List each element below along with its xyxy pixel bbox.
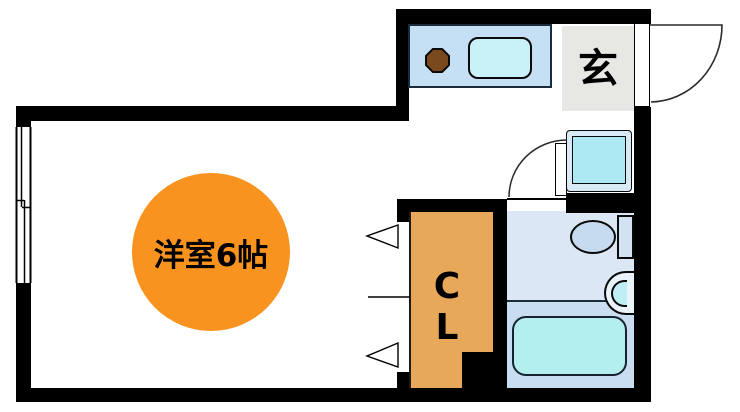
wall-bathroom-top bbox=[566, 193, 634, 213]
bathroom-door-leaf bbox=[555, 143, 567, 196]
washing-machine-pan bbox=[566, 130, 632, 192]
wall-top-main-room bbox=[16, 106, 409, 121]
washing-machine-icon bbox=[571, 135, 626, 184]
bathroom-divider-line bbox=[505, 300, 634, 302]
bathtub-icon bbox=[512, 316, 627, 376]
wall-top bbox=[396, 9, 651, 24]
window-icon bbox=[15, 127, 32, 283]
bathroom-door-arc-icon bbox=[508, 139, 568, 198]
washbasin-bowl bbox=[611, 280, 627, 307]
folding-door-icon bbox=[364, 224, 410, 368]
wall-left-upper bbox=[16, 106, 31, 127]
entrance-door-arc-icon bbox=[650, 24, 723, 103]
stove-burner-icon bbox=[425, 48, 450, 73]
western-room-highlight: 洋室6帖 bbox=[132, 173, 290, 331]
closet-label: C L bbox=[409, 266, 485, 348]
wall-closet-top bbox=[397, 199, 507, 213]
closet-letter-c: C bbox=[433, 266, 461, 307]
toilet-tank bbox=[617, 215, 634, 259]
toilet-icon bbox=[570, 220, 616, 254]
wall-closet-left-lower bbox=[397, 372, 410, 388]
western-room-label: 洋室6帖 bbox=[153, 237, 269, 274]
wall-bathroom-door-lintel bbox=[507, 198, 567, 200]
wall-closet-notch-overlay bbox=[462, 352, 494, 388]
wall-kitchen-left bbox=[396, 9, 409, 121]
closet-letter-l: L bbox=[435, 307, 459, 348]
wall-closet-right bbox=[493, 199, 507, 392]
wall-left-lower bbox=[16, 283, 31, 402]
stove-burner-fill bbox=[427, 50, 448, 71]
wall-bottom bbox=[16, 388, 651, 402]
closet-area bbox=[409, 212, 493, 388]
entrance-area: 玄 bbox=[562, 26, 634, 111]
wall-right bbox=[634, 107, 651, 402]
entrance-label: 玄 bbox=[578, 45, 618, 92]
entrance-door-leaf bbox=[634, 23, 650, 107]
kitchen-sink-icon bbox=[468, 37, 532, 79]
